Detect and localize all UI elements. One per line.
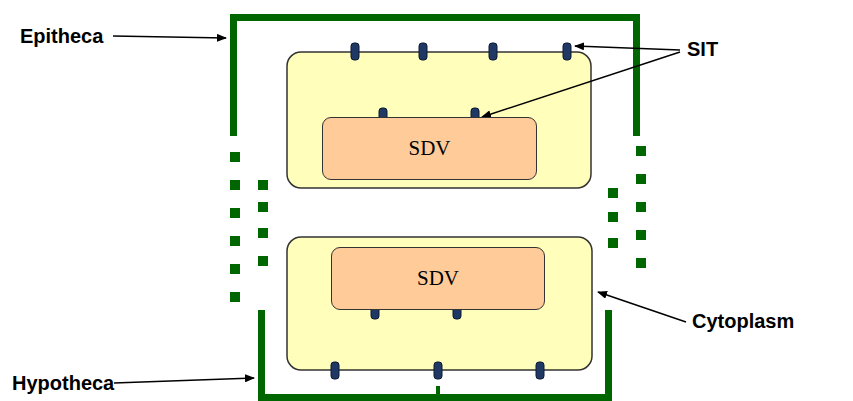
cytoplasm-region xyxy=(287,52,591,188)
sdv-box: SDV xyxy=(322,117,537,180)
hypotheca-label: Hypotheca xyxy=(12,372,114,395)
sit-transporters xyxy=(331,43,571,379)
sit-label: SIT xyxy=(687,38,718,61)
hypotheca-valve xyxy=(258,180,618,401)
sdv-text: SDV xyxy=(417,266,459,291)
cytoplasm-label: Cytoplasm xyxy=(692,310,794,333)
cytoplasm-region xyxy=(287,237,592,370)
sdv-box: SDV xyxy=(331,247,545,310)
leader-arrows xyxy=(113,36,686,383)
sdv-text: SDV xyxy=(408,136,450,161)
epitheca-label: Epitheca xyxy=(20,25,103,48)
